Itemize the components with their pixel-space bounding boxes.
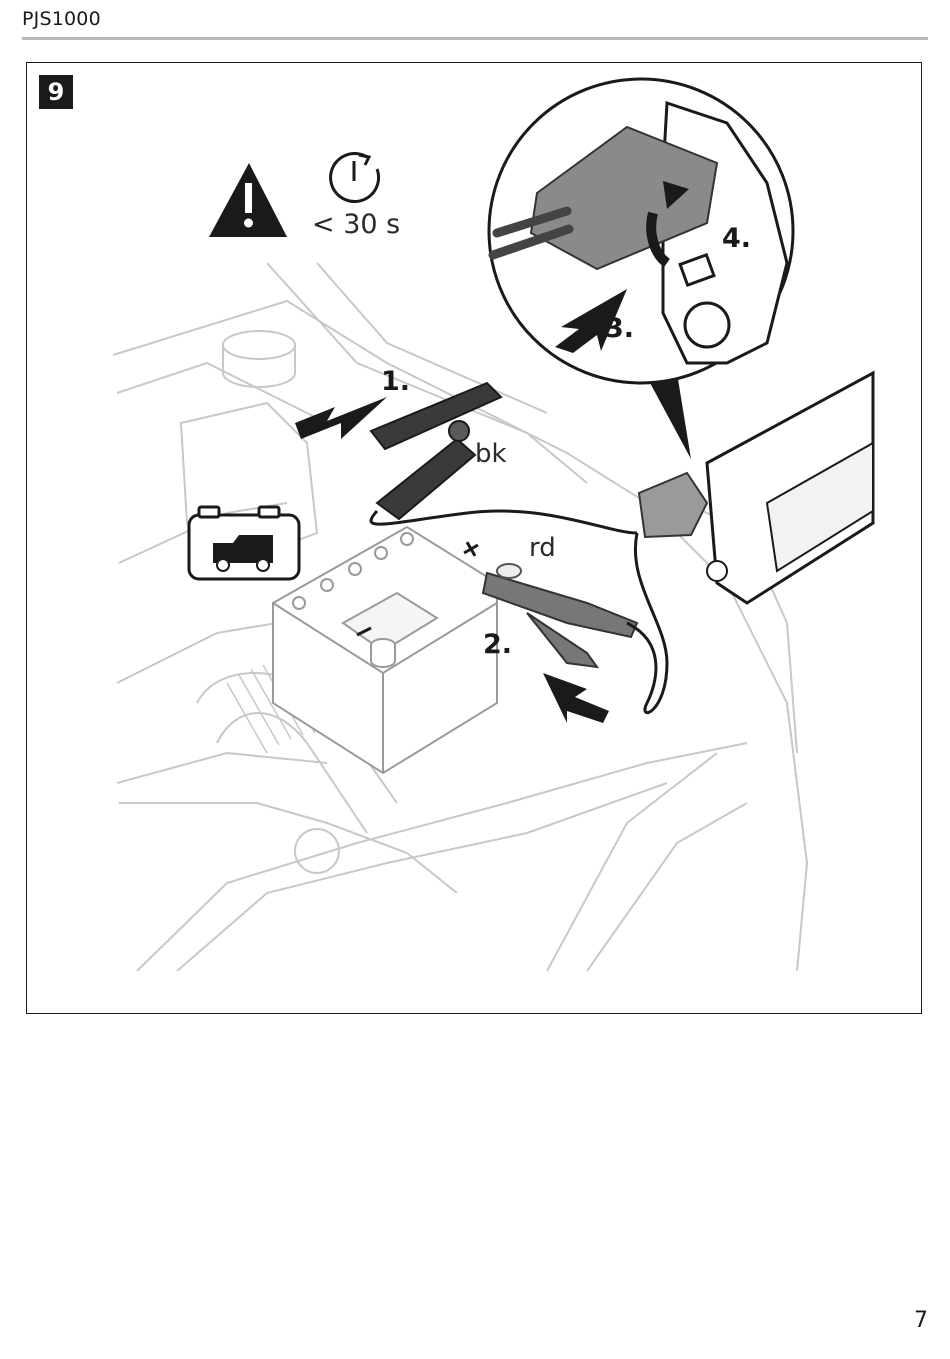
step-2-label: 2. xyxy=(483,629,512,660)
warning-icon xyxy=(209,163,287,237)
camper-battery-icon xyxy=(189,507,299,579)
time-limit-label: < 30 s xyxy=(312,209,400,240)
car-battery xyxy=(273,527,497,773)
document-title: PJS1000 xyxy=(22,8,101,30)
black-clamp-label: bk xyxy=(475,439,507,469)
step-1-label: 1. xyxy=(381,366,410,397)
page-number: 7 xyxy=(914,1308,928,1333)
red-clamp-label: rd xyxy=(529,533,556,563)
detail-magnifier xyxy=(489,79,793,459)
header-divider xyxy=(22,37,928,40)
figure-number: 9 xyxy=(39,75,73,109)
timer-icon xyxy=(331,154,379,202)
jump-starter-illustration xyxy=(27,63,922,1014)
step-3-label: 3. xyxy=(605,313,634,344)
figure-9: 9 < 30 s bk rd 1. 2. 3. 4. xyxy=(26,62,922,1014)
step-4-label: 4. xyxy=(722,223,751,254)
